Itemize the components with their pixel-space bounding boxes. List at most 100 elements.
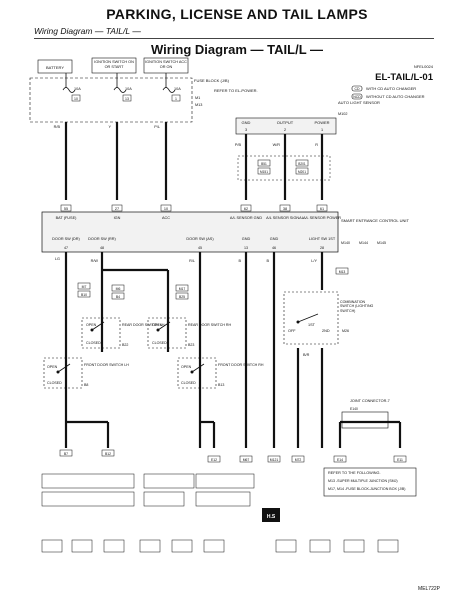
svg-text:10A: 10A: [74, 87, 81, 91]
svg-text:ACC: ACC: [162, 216, 170, 220]
svg-text:M140: M140: [341, 241, 350, 245]
fuse-battery: 10A 10: [62, 73, 81, 102]
svg-text:13: 13: [244, 246, 248, 250]
svg-text:M6: M6: [116, 287, 121, 291]
svg-text:M201: M201: [298, 170, 306, 174]
svg-text:B10: B10: [81, 293, 87, 297]
diagram-code: EL-TAIL/L-01: [375, 72, 434, 83]
svg-text:55: 55: [64, 207, 68, 211]
svg-text:GND: GND: [242, 120, 251, 125]
svg-text:10: 10: [164, 207, 168, 211]
svg-text:1ST: 1ST: [308, 323, 316, 327]
svg-text:2ND: 2ND: [322, 329, 330, 333]
svg-text:DOOR SW (AS): DOOR SW (AS): [186, 237, 214, 241]
svg-text:48: 48: [100, 246, 104, 250]
svg-text:POWER: POWER: [314, 120, 329, 125]
svg-text:1: 1: [321, 128, 323, 132]
svg-text:JOINT CONNECTOR-7: JOINT CONNECTOR-7: [350, 399, 390, 403]
svg-text:A/L SENSOR POWER: A/L SENSOR POWER: [303, 216, 341, 220]
fuse-ign-acc: 10A 1: [162, 73, 181, 102]
legend-ncd-symbol: [351, 93, 363, 100]
svg-text:47: 47: [64, 246, 68, 250]
legend-ncd-code: NCD: [353, 95, 361, 99]
rear-door-switch-rh: OPEN CLOSED REAR DOOR SWITCH RH B23: [147, 317, 232, 349]
wire-label-rb: R/B: [54, 125, 61, 129]
svg-text:H.S: H.S: [267, 514, 276, 520]
wire-b2: B: [266, 259, 269, 263]
power-source-ign-on: IGNITION SWITCH ON OR START: [91, 57, 137, 74]
svg-text:M67: M67: [243, 458, 250, 462]
svg-text:OUTPUT: OUTPUT: [277, 120, 294, 125]
svg-text:B12: B12: [105, 452, 111, 456]
top-wires: [64, 122, 324, 200]
header-divider: [34, 38, 434, 39]
svg-text:IGN: IGN: [114, 216, 121, 220]
svg-text:45: 45: [198, 246, 202, 250]
svg-text:LIGHT SW 1ST: LIGHT SW 1ST: [309, 237, 336, 241]
svg-text:DOOR SW (RR): DOOR SW (RR): [88, 237, 116, 241]
svg-text:BAT (FUSE): BAT (FUSE): [56, 216, 77, 220]
corner-ref: NFEL0024: [414, 64, 434, 69]
svg-text:10: 10: [74, 97, 78, 101]
svg-text:3: 3: [245, 128, 247, 132]
svg-text:28: 28: [320, 246, 324, 250]
lower-wires: [64, 252, 402, 448]
svg-text:M26: M26: [342, 329, 349, 333]
svg-text:B22: B22: [122, 343, 128, 347]
svg-text:REAR DOOR SWITCH RH: REAR DOOR SWITCH RH: [188, 323, 232, 327]
svg-text:FRONT DOOR SWITCH RH: FRONT DOOR SWITCH RH: [218, 363, 264, 367]
wire-label-wr: W/R: [273, 143, 281, 147]
wire-b1: B: [238, 259, 241, 263]
svg-text:61: 61: [320, 207, 324, 211]
svg-text:13: 13: [125, 97, 129, 101]
wire-rl: R/L: [189, 259, 195, 263]
figure-id: MEL722P: [418, 586, 441, 592]
diagram-title: Wiring Diagram — TAIL/L —: [150, 42, 324, 57]
refer-el-power: REFER TO EL-POWER.: [214, 88, 258, 93]
svg-text:M72: M72: [295, 458, 302, 462]
svg-text:M121: M121: [270, 458, 279, 462]
power-source-ign-acc: IGNITION SWITCH ACC OR ON: [143, 57, 189, 74]
svg-text:B13: B13: [218, 383, 224, 387]
svg-text:27: 27: [115, 207, 119, 211]
svg-text:B7: B7: [64, 452, 68, 456]
svg-text:B201: B201: [298, 162, 306, 166]
svg-text:E12: E12: [211, 458, 217, 462]
svg-text:CLOSED: CLOSED: [152, 341, 167, 345]
fuse-block-outline: [29, 77, 193, 123]
connector-views: [41, 473, 399, 553]
rear-door-switch-lh: OPEN CLOSED REAR DOOR SWITCH LH B22: [81, 317, 165, 349]
auto-light-sensor: AUTO LIGHT SENSOR M102 GND OUTPUT POWER …: [235, 100, 380, 135]
wire-label-pb: P/B: [235, 143, 242, 147]
svg-text:BATTERY: BATTERY: [46, 65, 64, 70]
svg-text:M102: M102: [338, 112, 348, 116]
legend-ncd-text: WITHOUT CD AUTO CHANGER: [366, 94, 425, 99]
unit-top-pins: 55 27 10 62 38 61: [60, 204, 328, 212]
fuse-ign-on: 10A 13: [113, 73, 132, 102]
svg-text:A/L SENSOR GND: A/L SENSOR GND: [230, 216, 262, 220]
svg-text:E14: E14: [337, 458, 343, 462]
svg-text:AUTO LIGHT SENSOR: AUTO LIGHT SENSOR: [338, 100, 380, 105]
ground-connectors: B7 B12 E12 M67 M121 M72 E14 E11: [59, 449, 407, 463]
svg-text:B8: B8: [84, 383, 88, 387]
svg-text:B51: B51: [261, 162, 267, 166]
svg-text:B/R: B/R: [303, 353, 310, 357]
smart-entrance-control-unit: SMART ENTRANCE CONTROL UNIT M140 M144 M1…: [41, 211, 409, 253]
wire-rw: R/W: [91, 259, 99, 263]
svg-text:M144: M144: [359, 241, 368, 245]
fuse-block-conn1: M1: [195, 96, 200, 100]
joint-connector-7: JOINT CONNECTOR-7 E140: [341, 399, 390, 429]
wire-lg: LG: [55, 257, 60, 261]
wire-label-y: Y: [108, 125, 111, 129]
svg-text:62: 62: [244, 207, 248, 211]
svg-text:2: 2: [284, 128, 286, 132]
svg-text:46: 46: [272, 246, 276, 250]
svg-text:1: 1: [175, 97, 177, 101]
combination-switch: OFF 1ST 2ND COMBINATION SWITCH (LIGHTING…: [283, 291, 373, 357]
svg-text:M7: M7: [82, 285, 87, 289]
svg-text:OPEN: OPEN: [47, 365, 58, 369]
page-title: PARKING, LICENSE AND TAIL LAMPS: [106, 6, 368, 22]
svg-text:M17, M14 -FUSE BLOCK-JUNCTION: M17, M14 -FUSE BLOCK-JUNCTION BOX (J/B): [328, 487, 405, 491]
